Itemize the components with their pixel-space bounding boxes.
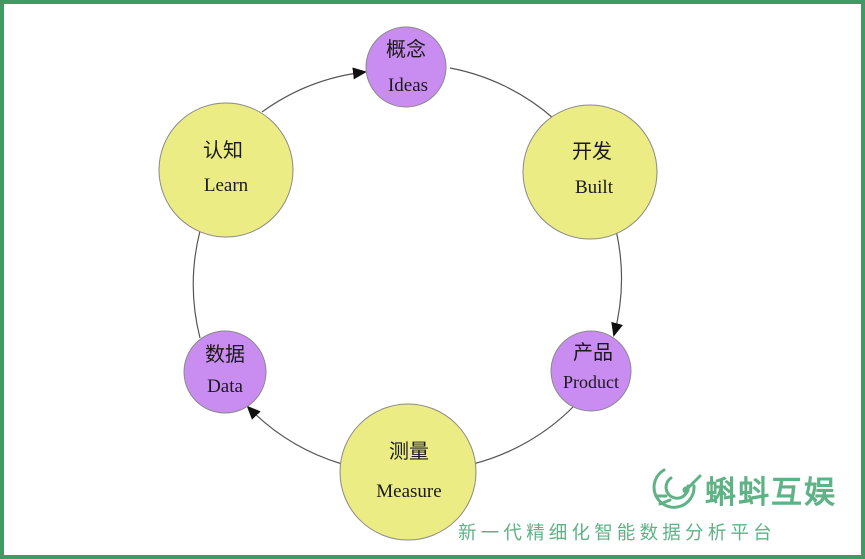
node-learn-circle	[158, 102, 294, 238]
arc-data-to-learn	[192, 230, 201, 339]
node-data-circle	[183, 330, 267, 414]
arc-built-to-product	[611, 229, 623, 337]
arc-product-to-measure	[472, 405, 575, 465]
node-data: 数据 Data	[183, 330, 267, 414]
node-measure-zh-label: 测量	[389, 439, 429, 463]
watermark-brand: 蝌蚪互娱	[705, 475, 837, 511]
node-product-en-label: Product	[563, 372, 619, 392]
cycle-arcs	[192, 67, 623, 465]
node-built-zh-label: 开发	[572, 139, 612, 163]
node-measure-circle	[339, 403, 477, 541]
node-learn: 认知 Learn	[158, 102, 294, 238]
arc-ideas-to-built	[449, 67, 554, 119]
node-ideas-circle	[365, 26, 447, 108]
node-product-circle	[550, 330, 632, 412]
node-measure: 测量 Measure	[339, 403, 477, 541]
node-built-en-label: Built	[575, 177, 614, 198]
watermark-slogan: 新一代精细化智能数据分析平台	[458, 523, 776, 544]
node-built: 开发 Built	[522, 104, 658, 240]
node-product-zh-label: 产品	[573, 340, 613, 364]
tadpole-logo-icon	[652, 468, 702, 509]
node-data-en-label: Data	[207, 376, 243, 397]
node-product: 产品 Product	[550, 330, 632, 412]
node-learn-zh-label: 认知	[203, 138, 243, 162]
node-ideas-zh-label: 概念	[386, 37, 426, 61]
node-data-zh-label: 数据	[205, 342, 245, 366]
node-learn-en-label: Learn	[204, 175, 249, 196]
node-ideas: 概念 Ideas	[365, 26, 447, 108]
node-ideas-en-label: Ideas	[388, 75, 428, 96]
arc-learn-to-ideas	[261, 67, 367, 113]
arc-measure-to-data	[246, 405, 343, 465]
node-measure-en-label: Measure	[376, 481, 441, 502]
watermark: 蝌蚪互娱 新一代精细化智能数据分析平台	[458, 468, 837, 544]
node-built-circle	[522, 104, 658, 240]
